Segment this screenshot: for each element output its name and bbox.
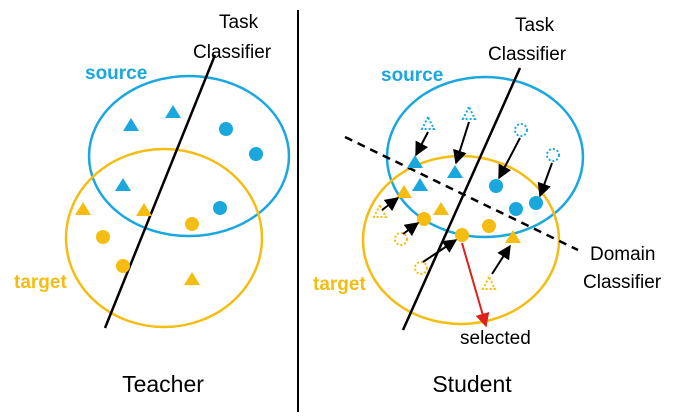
student-domain-classifier-line: [344, 135, 579, 252]
teacher-target-ellipse: [64, 147, 264, 329]
teacher-target-triangle: [184, 272, 200, 285]
teacher-target-triangle: [136, 203, 152, 216]
student-target-circle: [417, 212, 431, 226]
teacher-target-circle: [185, 217, 199, 231]
teacher-target-circle: [96, 230, 110, 244]
student-source-triangle: [407, 155, 423, 168]
teacher-source-triangle: [115, 178, 131, 191]
teacher-source-label: source: [85, 63, 147, 84]
student-selected-label: selected: [460, 328, 531, 349]
teacher-task-classifier-label-line2: Classifier: [193, 42, 272, 63]
student-source-circle-original: [514, 123, 528, 137]
teacher-source-ellipse: [87, 74, 291, 238]
teacher-source-circle: [219, 122, 233, 136]
teacher-source-circle: [213, 201, 227, 215]
teacher-target-triangle: [75, 202, 91, 215]
student-source-triangle: [412, 178, 428, 191]
student-alignment-arrow: [381, 197, 400, 212]
student-alignment-arrow: [453, 121, 470, 165]
student-target-circle-original: [394, 232, 408, 246]
student-target-circle: [482, 219, 496, 233]
teacher-title: Teacher: [122, 371, 204, 397]
student-alignment-arrow: [537, 162, 553, 198]
student-alignment-arrow: [415, 131, 429, 157]
student-title: Student: [432, 371, 512, 397]
student-task-classifier-line: [401, 67, 522, 331]
teacher-source-triangle: [123, 118, 139, 131]
teacher-source-circle: [249, 147, 263, 161]
teacher-panel: Task Classifier source target Teacher: [14, 12, 291, 397]
student-source-label: source: [381, 65, 443, 86]
student-domain-classifier-label-line2: Classifier: [583, 272, 662, 293]
student-target-triangle: [433, 202, 449, 215]
student-alignment-arrow: [498, 137, 521, 180]
student-source-triangle-original: [461, 104, 477, 120]
student-alignment-arrow: [402, 222, 420, 237]
student-source-triangle-original: [420, 114, 436, 130]
student-panel: Task Classifier source target Domain Cla…: [313, 15, 662, 397]
student-source-circle: [509, 202, 523, 216]
student-target-triangle-original: [372, 202, 388, 218]
student-task-classifier-label-line2: Classifier: [488, 44, 567, 65]
student-domain-classifier-label-line1: Domain: [590, 244, 655, 265]
student-target-triangle-original: [481, 274, 497, 290]
student-target-triangle: [505, 230, 521, 243]
student-target-circle: [455, 228, 469, 242]
teacher-task-classifier-label-line1: Task: [219, 12, 259, 33]
student-selected-arrow: [461, 242, 490, 328]
student-alignment-arrow: [422, 239, 458, 263]
student-target-triangle: [396, 185, 412, 198]
student-source-triangle: [447, 165, 463, 178]
student-alignment-arrow: [491, 244, 511, 275]
student-source-circle: [529, 196, 543, 210]
student-target-label: target: [313, 274, 366, 295]
student-task-classifier-label-line1: Task: [515, 15, 555, 36]
student-source-circle: [489, 179, 503, 193]
teacher-target-label: target: [14, 272, 67, 293]
student-target-circle-original: [414, 261, 428, 275]
teacher-task-classifier-line: [103, 54, 217, 329]
teacher-source-triangle: [165, 105, 181, 118]
student-source-circle-original: [546, 148, 560, 162]
teacher-target-circle: [116, 259, 130, 273]
